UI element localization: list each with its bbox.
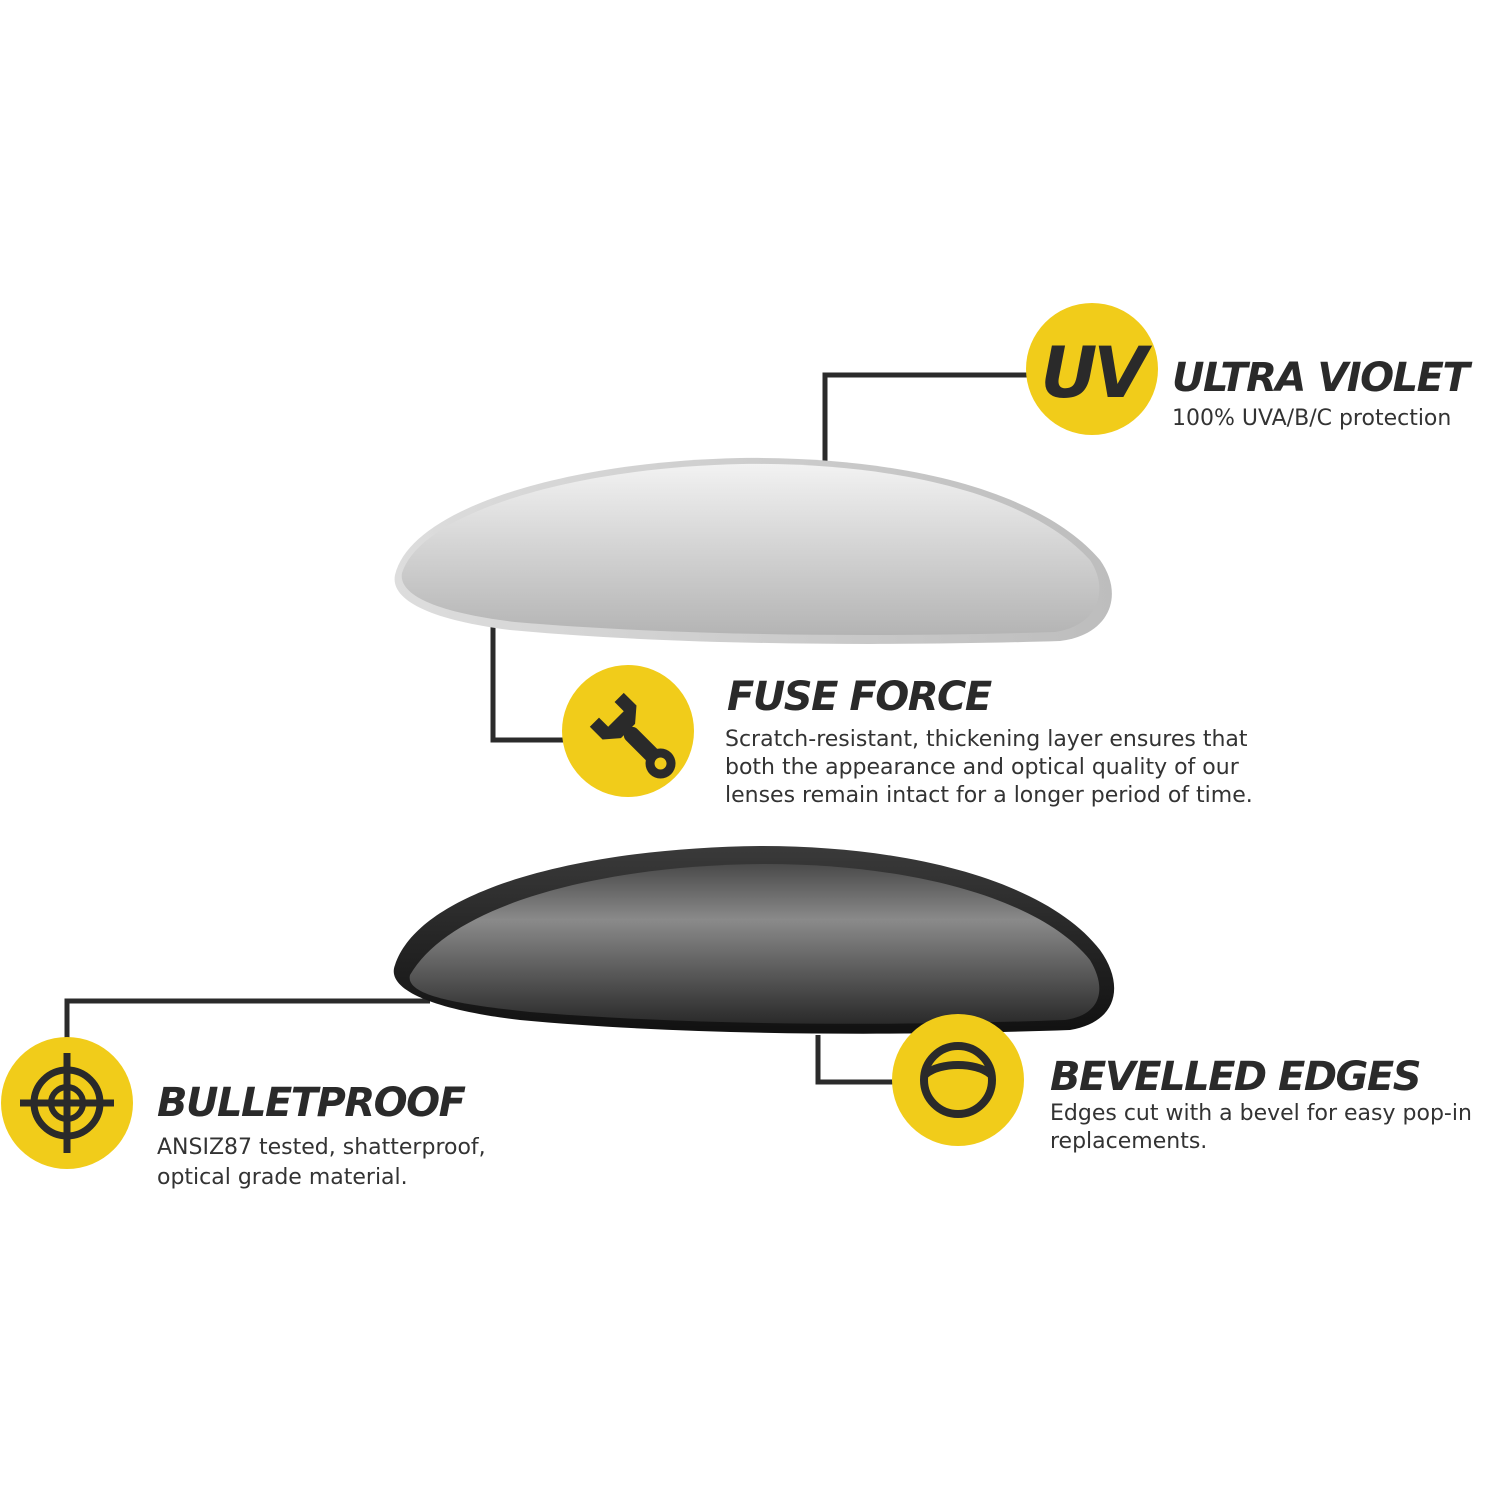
connector-bulletproof	[64, 998, 430, 1040]
feature-desc-bulletproof: ANSIZ87 tested, shatterproof, optical gr…	[157, 1135, 486, 1190]
wrench-icon	[562, 665, 694, 797]
connector-lines	[64, 372, 1030, 1085]
crosshair-icon	[1, 1037, 133, 1169]
uv-icon: UV	[1026, 303, 1158, 435]
bevel-icon	[892, 1014, 1024, 1146]
clear-lens	[394, 457, 1112, 644]
feature-title-bevelled-edges: BEVELLED EDGES	[1050, 1054, 1422, 1100]
feature-desc-fuse-force: Scratch-resistant, thickening layer ensu…	[725, 727, 1253, 808]
feature-desc-bevelled-edges: Edges cut with a bevel for easy pop-in r…	[1050, 1101, 1472, 1154]
feature-title-bulletproof: BULLETPROOF	[157, 1080, 466, 1126]
connector-bevel	[815, 1035, 900, 1085]
uv-icon-text: UV	[1040, 332, 1152, 414]
connector-fuse	[490, 622, 570, 743]
feature-title-fuse-force: FUSE FORCE	[727, 674, 992, 720]
feature-desc-uv: 100% UVA/B/C protection	[1172, 406, 1452, 431]
connector-uv	[822, 372, 1030, 502]
feature-title-uv: ULTRA VIOLET	[1172, 355, 1470, 401]
smoke-lens	[393, 846, 1115, 1034]
